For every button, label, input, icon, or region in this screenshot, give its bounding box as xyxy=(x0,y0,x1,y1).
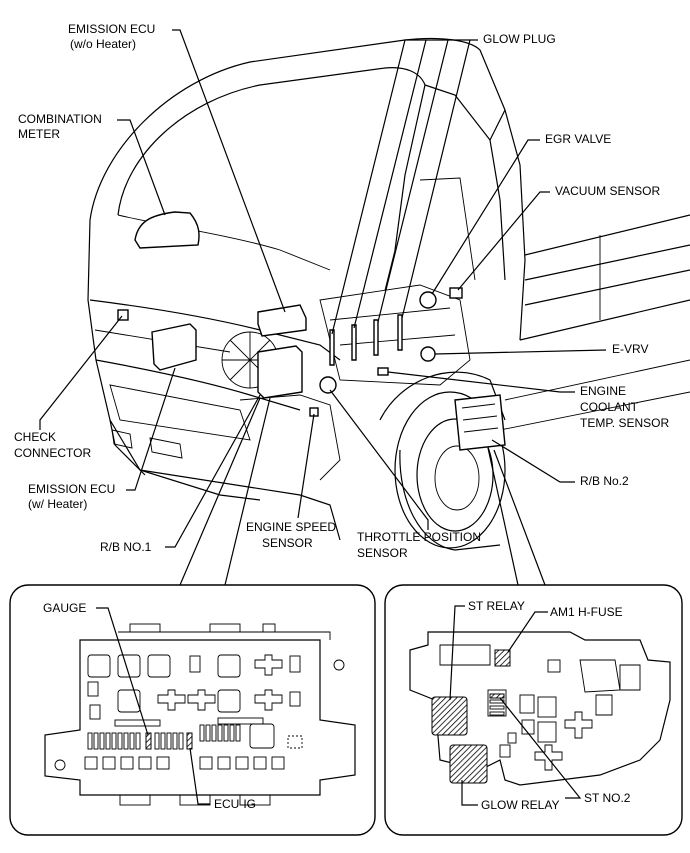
label-st-no2: ST NO.2 xyxy=(584,791,631,805)
label-ecu-ig: ECU-IG xyxy=(214,797,256,811)
label-emission-ecu-wo-heater: EMISSION ECU xyxy=(68,22,156,36)
label-egr-valve: EGR VALVE xyxy=(545,132,612,146)
label-combination-meter-line2: METER xyxy=(18,127,60,141)
label-engine-coolant-line2: COOLANT xyxy=(580,400,639,414)
label-engine-coolant-line3: TEMP. SENSOR xyxy=(580,416,670,430)
label-check-connector-line2: CONNECTOR xyxy=(14,446,92,460)
label-engine-speed-sensor-line1: ENGINE SPEED xyxy=(246,520,337,534)
label-gauge: GAUGE xyxy=(43,601,87,615)
label-e-vrv: E-VRV xyxy=(612,342,649,356)
label-emission-ecu-wo-heater-sub: (w/o Heater) xyxy=(70,37,137,51)
label-vacuum-sensor: VACUUM SENSOR xyxy=(555,184,661,198)
label-throttle-position-sensor-line1: THROTTLE POSITION xyxy=(357,530,482,544)
truck-illustration xyxy=(87,37,690,551)
label-combination-meter-line1: COMBINATION xyxy=(18,112,102,126)
label-engine-speed-sensor-line2: SENSOR xyxy=(262,536,313,550)
label-check-connector-line1: CHECK xyxy=(14,430,57,444)
label-throttle-position-sensor-line2: SENSOR xyxy=(357,546,408,560)
label-rb-no2: R/B No.2 xyxy=(580,474,629,488)
leader-lines xyxy=(39,29,607,586)
rb-no2-detail-box xyxy=(384,584,683,836)
label-glow-relay: GLOW RELAY xyxy=(481,798,560,812)
label-rb-no1: R/B NO.1 xyxy=(100,540,152,554)
label-am1-h-fuse: AM1 H-FUSE xyxy=(550,605,623,619)
label-st-relay: ST RELAY xyxy=(468,599,525,613)
label-emission-ecu-w-heater: EMISSION ECU xyxy=(28,482,116,496)
label-glow-plug: GLOW PLUG xyxy=(483,32,556,46)
rb-no1-detail-box xyxy=(9,584,376,836)
label-emission-ecu-w-heater-sub: (w/ Heater) xyxy=(28,497,88,511)
label-engine-coolant-line1: ENGINE xyxy=(580,384,627,398)
